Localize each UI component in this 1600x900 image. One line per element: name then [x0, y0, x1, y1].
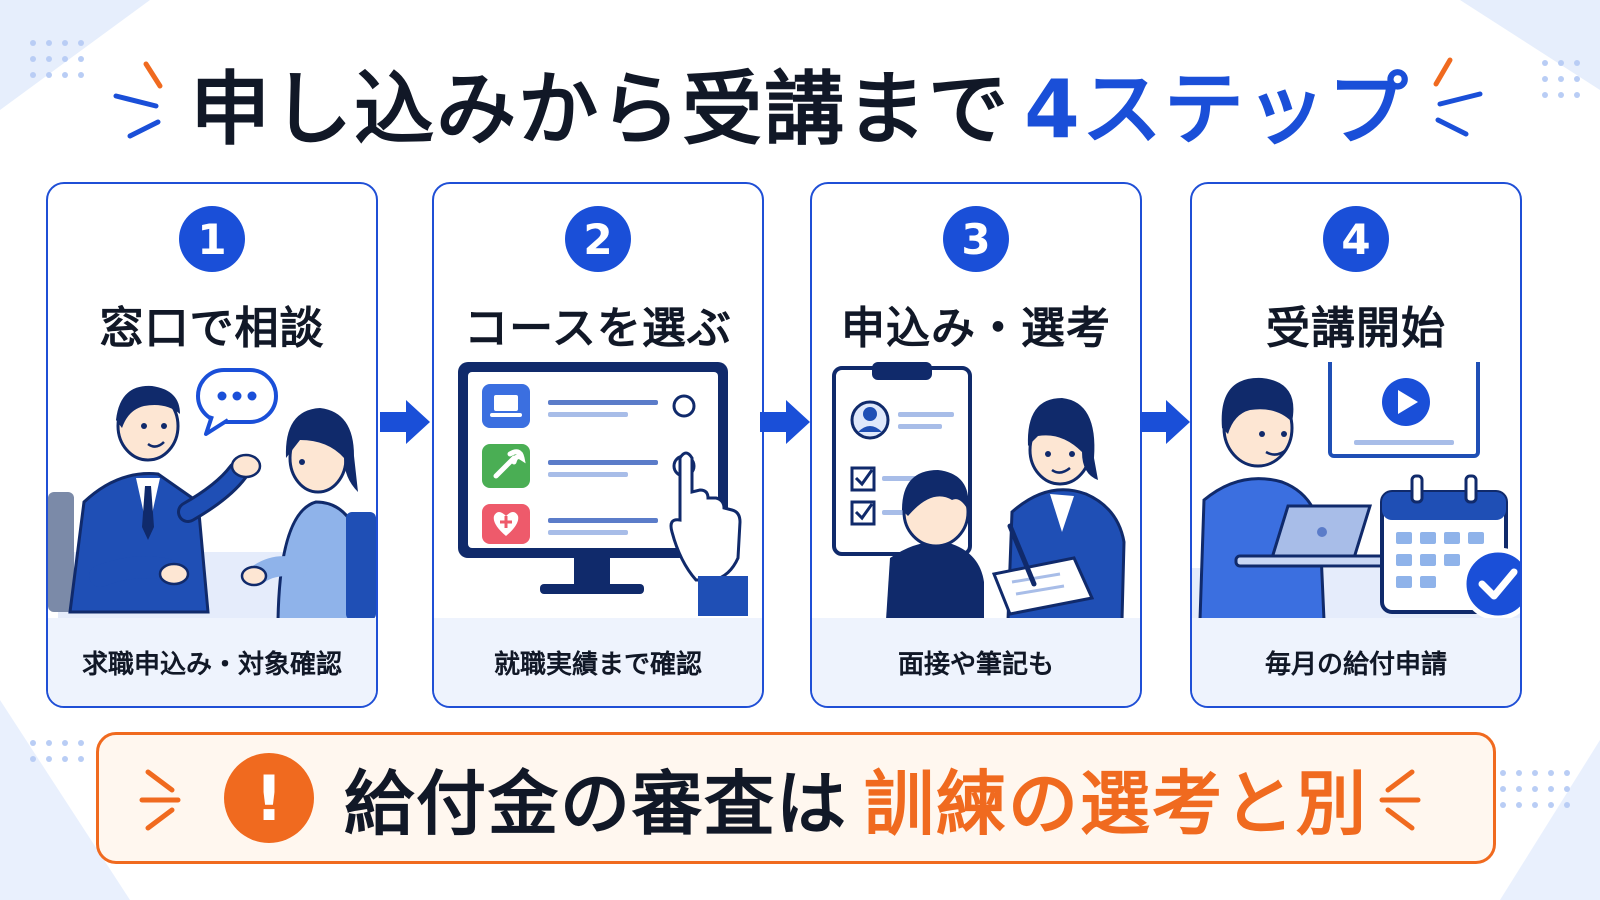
corner-decoration-top-left: [0, 0, 150, 110]
step-title: 窓口で相談: [99, 303, 325, 354]
step-card-4: 4 受講開始 毎月の給付申請: [1190, 182, 1522, 708]
step-number-badge: 1: [179, 206, 245, 272]
arrow-right-icon: [760, 400, 810, 444]
application-screening-illustration: [832, 362, 1126, 620]
notice-banner: ! 給付金の審査は 訓練の選考と別: [96, 732, 1496, 864]
page-title: 申し込みから受講まで 4ステップ: [0, 48, 1600, 158]
step-title: コースを選ぶ: [464, 303, 732, 354]
dot-pattern-bottom-left: [30, 740, 84, 762]
exclamation-icon: !: [224, 753, 314, 843]
title-accent: 4ステップ: [1024, 63, 1410, 156]
step-card-3: 3 申込み・選考 面接や筆記も: [810, 182, 1142, 708]
notice-text: 給付金の審査は: [344, 762, 848, 845]
step-caption: 毎月の給付申請: [1192, 618, 1520, 706]
step-card-2: 2 コースを選ぶ 就職実績まで確認: [432, 182, 764, 708]
step-number-badge: 4: [1323, 206, 1389, 272]
dot-pattern-top-left: [30, 40, 84, 78]
burst-left-icon: [113, 61, 163, 139]
step-number-badge: 3: [943, 206, 1009, 272]
corner-decoration-bottom-right: [1500, 740, 1600, 900]
step-title: 申込み・選考: [841, 303, 1111, 354]
burst-right-icon: [1433, 57, 1483, 137]
corner-decoration-top-right: [1460, 0, 1600, 90]
note-burst-right-icon: [1379, 769, 1421, 831]
title-main: 申し込みから受講まで: [190, 63, 1011, 156]
notice-highlight: 訓練の選考と別: [864, 762, 1368, 845]
step-caption: 就職実績まで確認: [434, 618, 762, 706]
note-burst-left-icon: [139, 769, 181, 831]
step-card-1: 1 窓口で相談 求職申込み・対象確認: [46, 182, 378, 708]
course-selection-illustration: [458, 362, 748, 616]
step-title: 受講開始: [1266, 303, 1446, 354]
step-number-badge: 2: [565, 206, 631, 272]
arrow-right-icon: [1140, 400, 1190, 444]
step-caption: 面接や筆記も: [812, 618, 1140, 706]
dot-pattern-top-right: [1542, 60, 1580, 98]
dot-pattern-bottom-right: [1500, 770, 1570, 808]
training-start-illustration: [1192, 362, 1520, 620]
consultation-illustration: [48, 368, 376, 620]
step-caption: 求職申込み・対象確認: [48, 618, 376, 706]
arrow-right-icon: [380, 400, 430, 444]
